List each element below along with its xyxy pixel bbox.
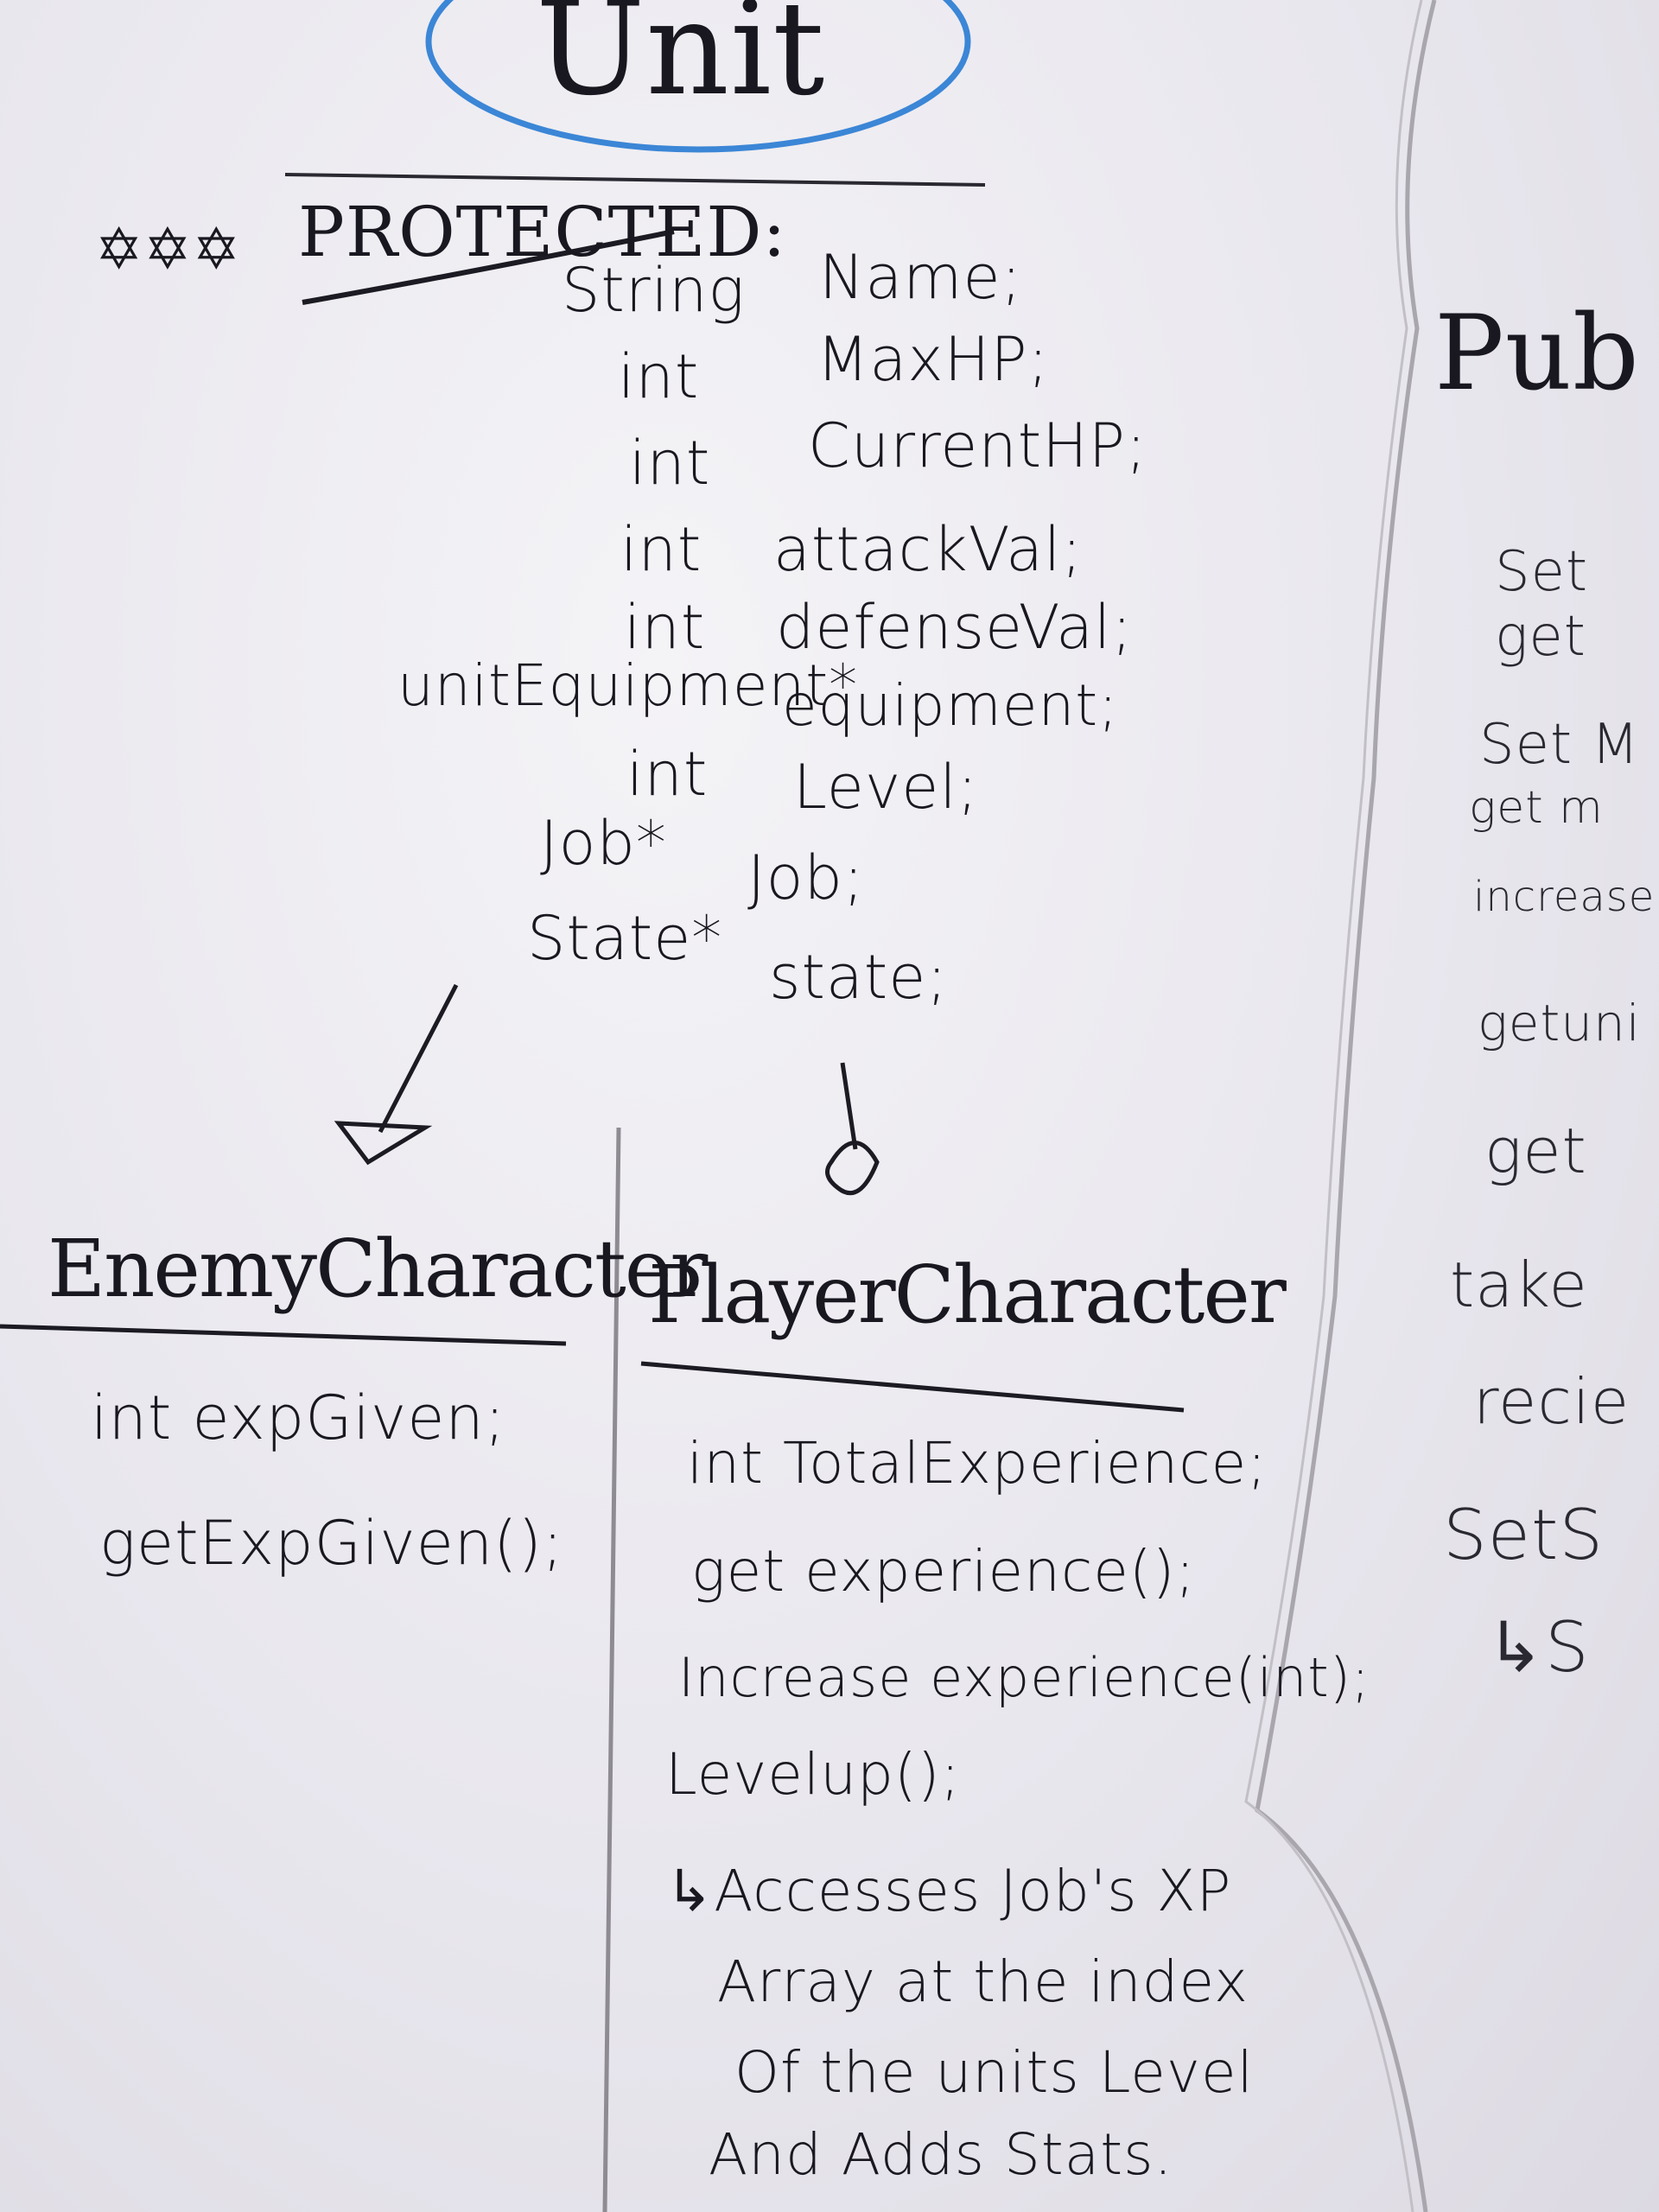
enemy-class-title: EnemyCharacter bbox=[48, 1223, 708, 1315]
player-note: ↳Accesses Job's XP bbox=[665, 1858, 1232, 1924]
player-member: Levelup(); bbox=[665, 1741, 961, 1808]
enemy-member: getExpGiven(); bbox=[99, 1508, 564, 1579]
player-note: Of the units Level bbox=[734, 2039, 1254, 2106]
field-type: int bbox=[620, 514, 702, 585]
player-header-underline bbox=[640, 1361, 1185, 1413]
player-member: get experience(); bbox=[691, 1538, 1196, 1605]
player-class-title: PlayerCharacter bbox=[648, 1249, 1287, 1341]
public-member: Set bbox=[1495, 540, 1589, 604]
public-member: recie bbox=[1473, 1365, 1630, 1438]
public-member: getuni bbox=[1478, 994, 1641, 1052]
unit-title: Unit bbox=[536, 0, 826, 124]
field-name: equipment; bbox=[782, 672, 1119, 739]
field-type: Job* bbox=[540, 808, 667, 879]
public-member: ↳S bbox=[1486, 1607, 1590, 1688]
public-member: get bbox=[1495, 605, 1586, 669]
public-member: get bbox=[1484, 1115, 1587, 1187]
field-type: int bbox=[618, 341, 700, 412]
field-type: int bbox=[624, 592, 706, 663]
field-name: MaxHP; bbox=[817, 324, 1050, 395]
stars-mark: ✡✡✡ bbox=[95, 216, 241, 283]
field-name: Job; bbox=[747, 842, 865, 913]
public-divider-line bbox=[1255, 0, 1437, 2212]
field-type: State* bbox=[527, 903, 723, 974]
public-member: Set M bbox=[1479, 713, 1640, 777]
enemy-arrow-shaft bbox=[378, 983, 459, 1134]
field-name: CurrentHP; bbox=[808, 410, 1147, 481]
enemy-header-underline bbox=[0, 1324, 567, 1346]
public-member: SetS bbox=[1443, 1495, 1605, 1575]
field-type: int bbox=[629, 428, 711, 499]
public-section-title: Pub bbox=[1434, 294, 1640, 414]
protected-underline bbox=[302, 229, 675, 305]
public-member: get m bbox=[1469, 782, 1604, 834]
player-member: Increase experience(int); bbox=[678, 1646, 1370, 1709]
field-type: int bbox=[626, 739, 709, 810]
public-divider-line-inner bbox=[1244, 0, 1423, 2212]
field-type: unitEquipment* bbox=[397, 652, 859, 719]
field-type: String bbox=[562, 255, 746, 326]
class-divider-line bbox=[602, 1127, 621, 2212]
field-name: Level; bbox=[793, 752, 979, 823]
unit-title-oval bbox=[425, 0, 971, 153]
enemy-arrow-head bbox=[334, 1121, 433, 1166]
field-name: Name; bbox=[819, 242, 1023, 313]
unit-header-underline bbox=[284, 173, 986, 187]
public-member: increase bbox=[1473, 873, 1656, 921]
field-name: defenseVal; bbox=[776, 592, 1134, 663]
field-name: attackVal; bbox=[773, 514, 1084, 585]
player-note: Array at the index bbox=[717, 1948, 1249, 2015]
player-note: And Adds Stats. bbox=[709, 2121, 1173, 2188]
protected-label: PROTECTED: bbox=[298, 192, 787, 272]
enemy-member: int expGiven; bbox=[91, 1382, 506, 1453]
public-member: take bbox=[1450, 1249, 1588, 1321]
player-arrow-head bbox=[825, 1141, 880, 1196]
field-name: state; bbox=[769, 942, 948, 1013]
player-arrow-shaft bbox=[840, 1062, 858, 1150]
player-member: int TotalExperience; bbox=[687, 1430, 1268, 1497]
